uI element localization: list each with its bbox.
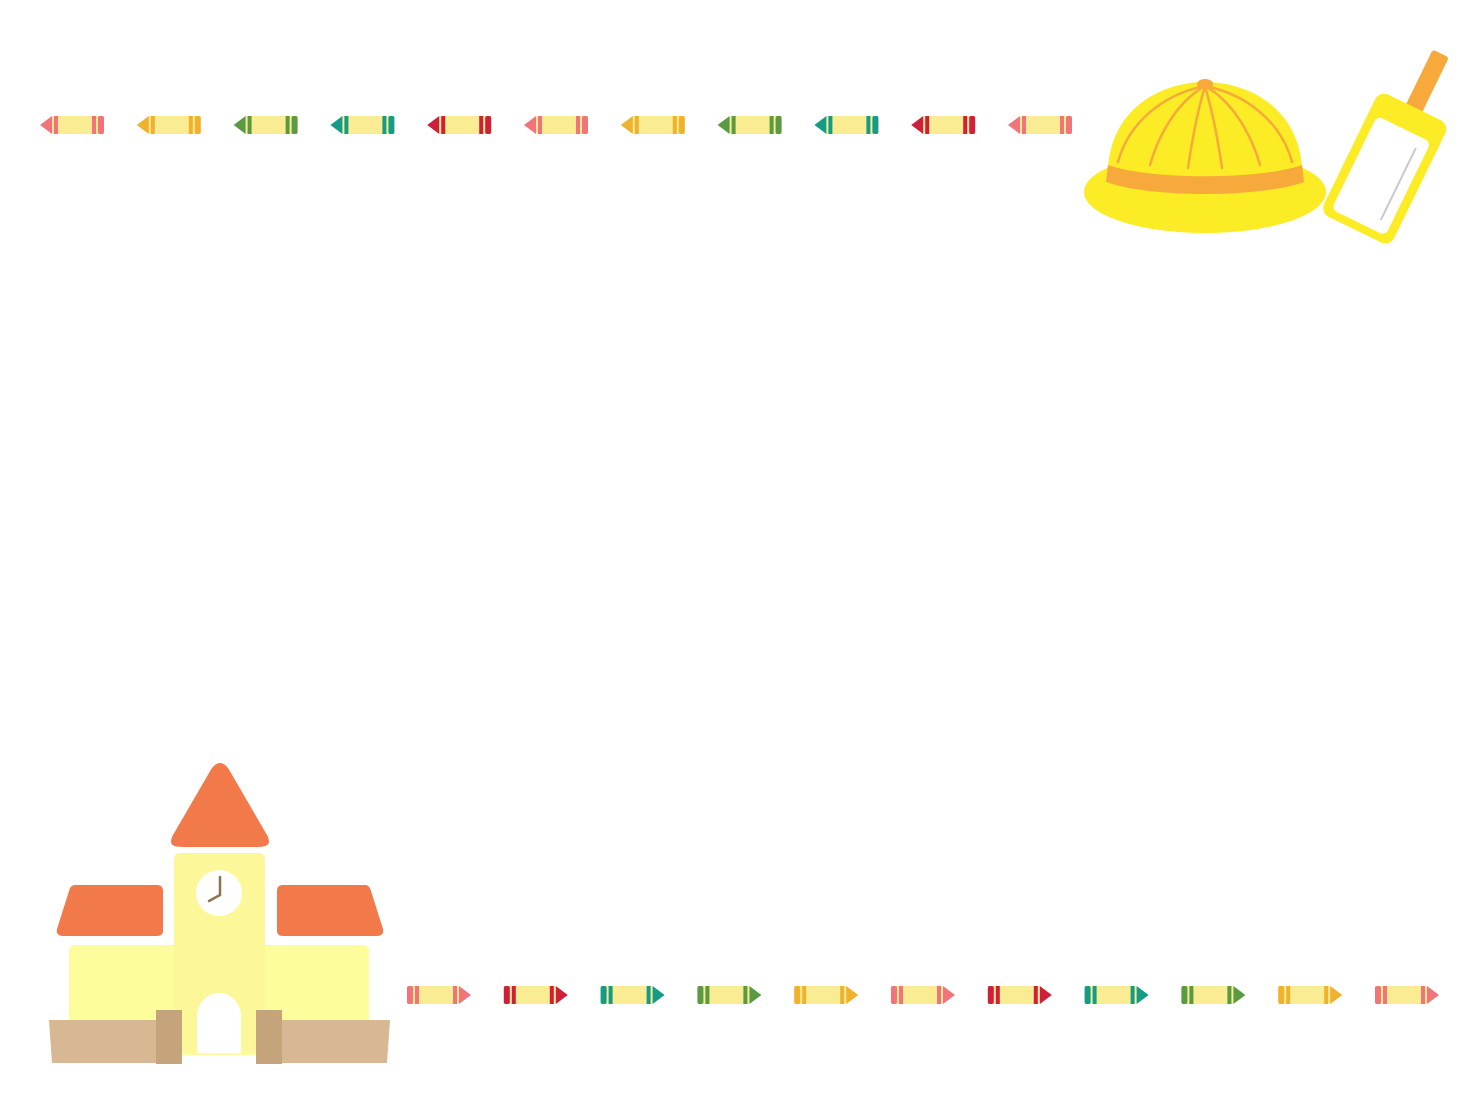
crayon-pink xyxy=(1375,986,1439,1004)
left-gate-post xyxy=(156,1010,182,1064)
bottom-crayon-row xyxy=(407,986,1439,1004)
school-hat-icon xyxy=(1084,79,1326,233)
clock-hands xyxy=(207,875,222,903)
crayon-orange xyxy=(794,986,859,1004)
crayon-red xyxy=(503,986,568,1004)
crayon-pink xyxy=(40,116,104,134)
crayon-orange xyxy=(136,116,201,134)
left-wing-roof xyxy=(56,885,163,936)
name-tag-line xyxy=(1379,147,1417,221)
crayon-teal xyxy=(600,986,665,1004)
hat-band xyxy=(1106,165,1304,194)
right-fence xyxy=(271,1020,390,1063)
school-building-icon xyxy=(49,763,390,1064)
crayon-pink xyxy=(524,116,588,134)
crayon-red xyxy=(427,116,492,134)
crayon-green xyxy=(233,116,298,134)
crayon-red xyxy=(987,986,1052,1004)
crayon-pink xyxy=(407,986,471,1004)
crayon-teal xyxy=(330,116,395,134)
top-crayon-border xyxy=(0,110,1480,140)
crayon-red xyxy=(911,116,976,134)
clock-tower-front xyxy=(174,853,265,1053)
name-tag-icon xyxy=(1323,50,1448,244)
crayon-green xyxy=(717,116,782,134)
crayon-pink xyxy=(891,986,955,1004)
crayon-teal xyxy=(814,116,879,134)
top-crayon-row xyxy=(40,116,1072,134)
left-fence xyxy=(49,1020,165,1063)
right-wing-roof xyxy=(277,885,384,936)
bottom-crayon-border xyxy=(0,980,1480,1010)
crayon-green xyxy=(697,986,762,1004)
hat-seams xyxy=(1116,84,1294,170)
hat-button xyxy=(1197,79,1213,89)
crayon-green xyxy=(1181,986,1246,1004)
name-tag-window xyxy=(1333,117,1429,234)
right-gate-post xyxy=(256,1010,282,1064)
crayon-orange xyxy=(620,116,685,134)
tower-roof xyxy=(171,763,269,847)
name-tag-strap xyxy=(1403,50,1448,120)
crayon-pink xyxy=(1008,116,1072,134)
school-door xyxy=(197,993,241,1053)
crayon-teal xyxy=(1084,986,1149,1004)
crayon-orange xyxy=(1278,986,1343,1004)
